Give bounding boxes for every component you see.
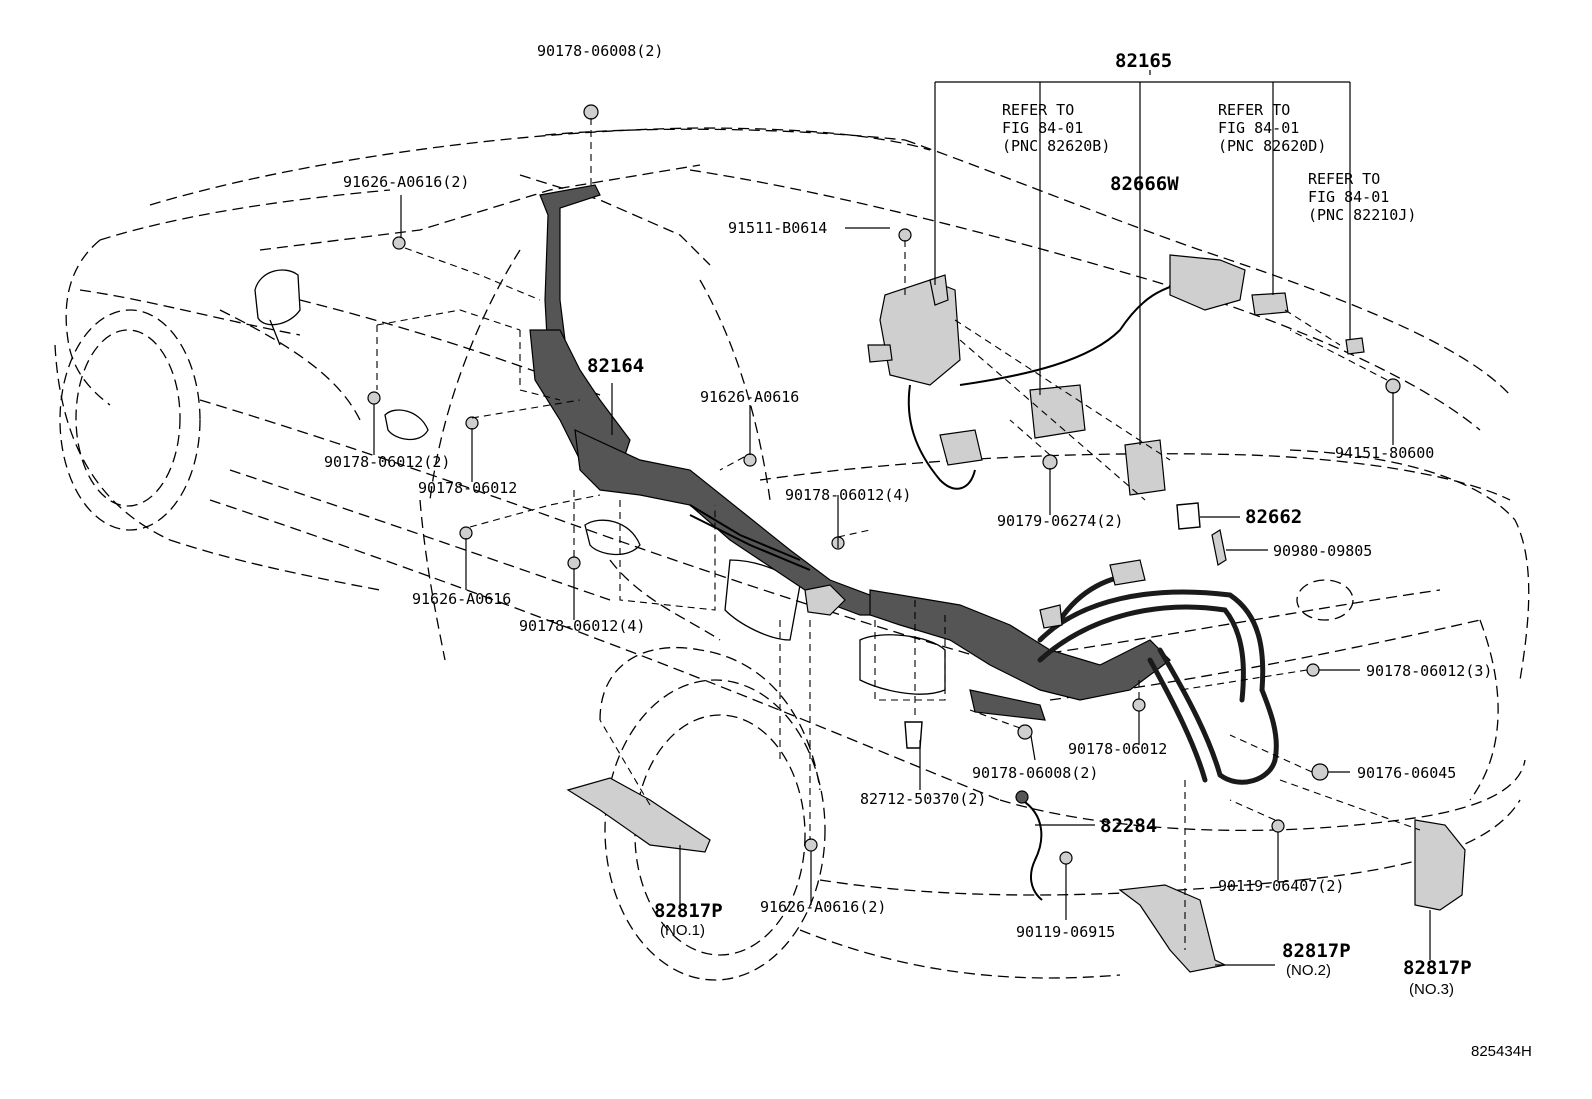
label-91626-a0616-2-top: 91626-A0616(2) <box>343 173 469 191</box>
label-90119-06915: 90119-06915 <box>1016 923 1115 941</box>
label-90178-06012-right: 90178-06012 <box>1068 740 1167 758</box>
ecu-82165-assembly <box>867 254 1365 566</box>
label-91626-a0616-left: 91626-A0616 <box>412 590 511 608</box>
label-82712-50370-2: 82712-50370(2) <box>860 790 986 808</box>
figure-code: 825434H <box>1471 1043 1532 1060</box>
label-82817p-2: 82817P <box>1282 940 1351 962</box>
label-82165: 82165 <box>1115 50 1172 72</box>
car-body-outline <box>54 127 1530 981</box>
label-refer-1-line2: FIG 84-01 <box>1002 119 1083 137</box>
label-90178-06012-4-left: 90178-06012(4) <box>519 617 645 635</box>
label-91626-a0616-2-bottom: 91626-A0616(2) <box>760 898 886 916</box>
label-90178-06012-4-center: 90178-06012(4) <box>785 486 911 504</box>
wire-82284 <box>1021 799 1043 901</box>
label-82662: 82662 <box>1245 506 1302 528</box>
fasteners <box>367 104 1401 865</box>
label-82817p-2-no: (NO.2) <box>1286 962 1331 979</box>
label-82284: 82284 <box>1100 815 1157 837</box>
label-90178-06008-top: 90178-06008(2) <box>537 42 663 60</box>
label-91626-a0616-mid: 91626-A0616 <box>700 388 799 406</box>
label-90178-06012-2: 90178-06012(2) <box>324 453 450 471</box>
cover-82817p-no3 <box>1414 819 1466 911</box>
label-82164: 82164 <box>587 355 644 377</box>
label-refer-2-line1: REFER TO <box>1218 101 1290 119</box>
label-90119-06407-2: 90119-06407(2) <box>1218 877 1344 895</box>
label-82817p-3: 82817P <box>1403 957 1472 979</box>
label-82666w: 82666W <box>1110 173 1179 195</box>
label-94151-80600: 94151-80600 <box>1335 444 1434 462</box>
label-refer-1-line1: REFER TO <box>1002 101 1074 119</box>
label-refer-1-line3: (PNC 82620B) <box>1002 137 1110 155</box>
label-90176-06045: 90176-06045 <box>1357 764 1456 782</box>
label-90178-06012-left: 90178-06012 <box>418 479 517 497</box>
label-82817p-3-no: (NO.3) <box>1409 981 1454 998</box>
leader-lines <box>373 70 1431 966</box>
label-refer-3-line2: FIG 84-01 <box>1308 188 1389 206</box>
label-refer-3-line1: REFER TO <box>1308 170 1380 188</box>
cover-82817p-no1 <box>566 777 711 853</box>
label-90980-09805: 90980-09805 <box>1273 542 1372 560</box>
label-90179-06274-2: 90179-06274(2) <box>997 512 1123 530</box>
label-refer-2-line3: (PNC 82620D) <box>1218 137 1326 155</box>
label-90178-06008-2: 90178-06008(2) <box>972 764 1098 782</box>
label-90178-06012-3: 90178-06012(3) <box>1366 662 1492 680</box>
label-91511-b0614: 91511-B0614 <box>728 219 827 237</box>
harness-82164 <box>529 184 901 616</box>
label-82817p-1: 82817P <box>654 900 723 922</box>
label-82817p-1-no: (NO.1) <box>660 922 705 939</box>
cover-82817p-no2 <box>1118 884 1227 973</box>
label-refer-3-line3: (PNC 82210J) <box>1308 206 1416 224</box>
part-labels: 90178-06008(2) 82165 REFER TO FIG 84-01 … <box>324 42 1532 1060</box>
label-refer-2-line2: FIG 84-01 <box>1218 119 1299 137</box>
